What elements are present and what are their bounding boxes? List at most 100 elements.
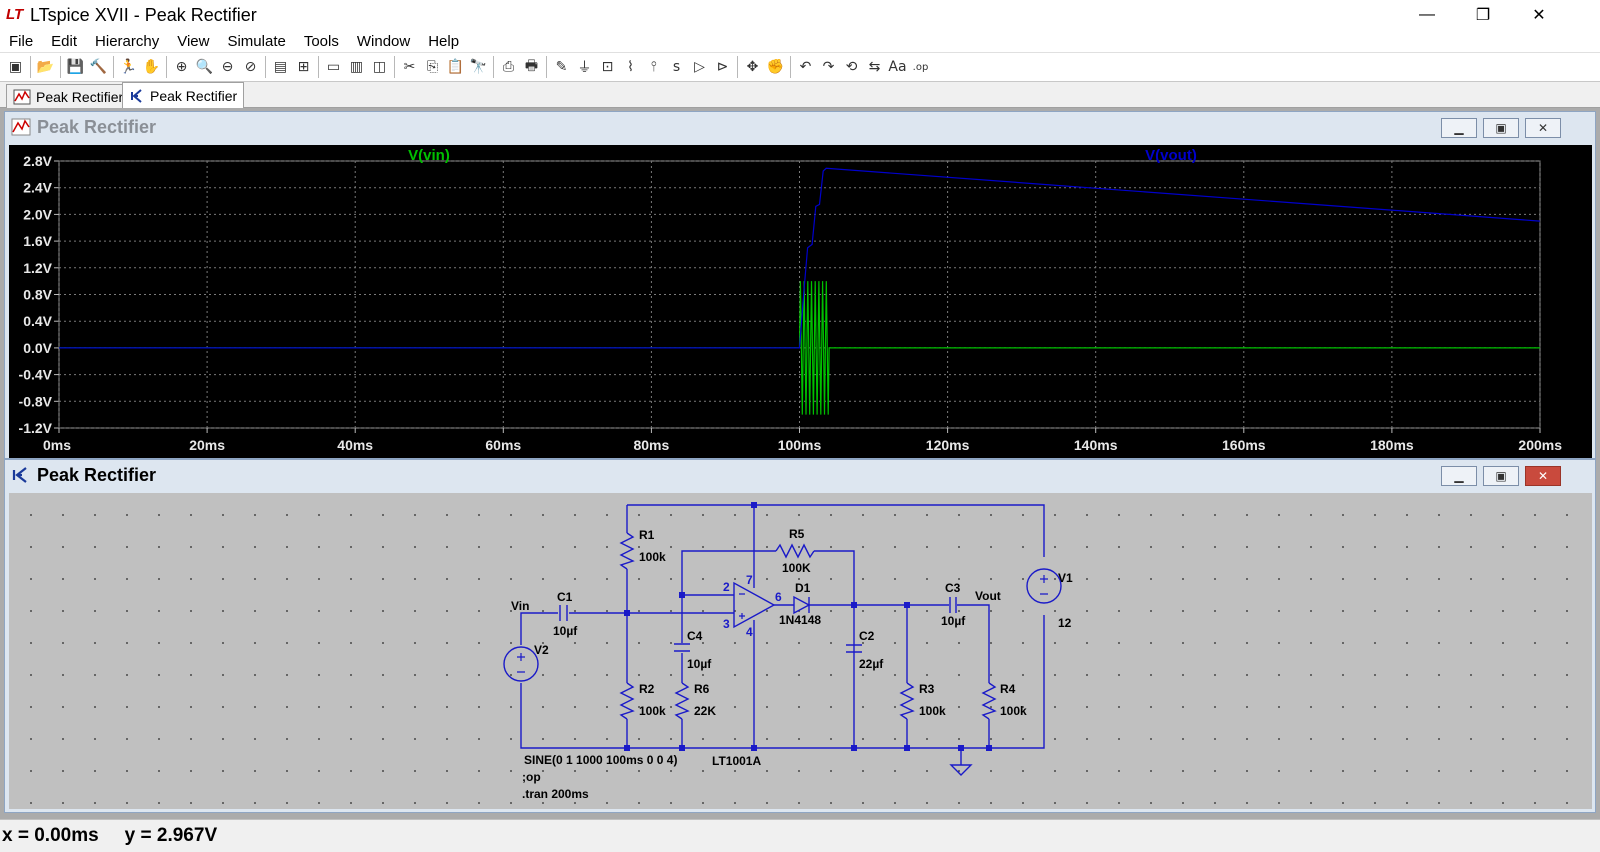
minimize-button[interactable]: — [1419, 6, 1435, 23]
net-label-vin: Vin [511, 599, 529, 613]
component-icon[interactable]: ⊳ [716, 59, 729, 75]
text-icon[interactable]: Aa [888, 59, 907, 75]
label-r1-ref: R1 [639, 528, 655, 542]
schematic-window: Peak Rectifier ▁ ▣ ✕ [4, 459, 1596, 813]
toolbar-separator [394, 56, 395, 78]
waveform-plot[interactable]: 2.8V2.4V2.0V1.6V1.2V0.8V0.4V0.0V-0.4V-0.… [9, 145, 1592, 458]
schematic-minimize-button[interactable]: ▁ [1441, 466, 1477, 486]
find-icon[interactable]: 🔭 [469, 59, 488, 75]
tile-vertical-icon[interactable]: ▥ [349, 59, 364, 75]
zoom-cancel-icon[interactable]: ⊘ [244, 59, 257, 75]
label-net-icon[interactable]: ⊡ [601, 59, 614, 75]
toolbar-separator [737, 56, 738, 78]
x-tick-label: 160ms [1222, 437, 1266, 453]
menu-hierarchy[interactable]: Hierarchy [95, 32, 160, 50]
label-r2-value: 100k [639, 704, 666, 718]
schematic-restore-button[interactable]: ▣ [1483, 466, 1519, 486]
undo-icon[interactable]: ↶ [799, 59, 812, 75]
x-tick-label: 180ms [1370, 437, 1414, 453]
menu-help[interactable]: Help [428, 32, 460, 50]
tab-waveform[interactable]: Peak Rectifier [6, 84, 131, 108]
zoom-in-icon[interactable]: ⊕ [175, 59, 188, 75]
cascade-icon[interactable]: ◫ [372, 59, 387, 75]
redo-icon[interactable]: ↷ [822, 59, 835, 75]
trace-label-vout[interactable]: V(vout) [1145, 147, 1197, 164]
schematic-drawing[interactable]: R1 100k R2 100k R6 22K R3 100k R4 100k R… [9, 493, 1592, 809]
mirror-icon[interactable]: ⇆ [868, 59, 881, 75]
resistor-r6 [674, 682, 690, 720]
print-icon[interactable]: 🖶 [524, 58, 539, 74]
ltspice-logo-icon: LT [6, 6, 24, 23]
directive-op: ;op [522, 770, 541, 784]
control-panel-icon[interactable]: 🔨 [89, 59, 108, 75]
voltage-source-v2 [503, 646, 539, 682]
pin-4-label: 4 [746, 625, 753, 639]
new-schematic-icon[interactable]: ▣ [8, 59, 23, 75]
maximize-button[interactable]: ❐ [1475, 7, 1491, 24]
label-r1-value: 100k [639, 550, 666, 564]
toolbar-separator [30, 56, 31, 78]
tab-bar: Peak Rectifier Peak Rectifier [0, 82, 1600, 108]
cut-icon[interactable]: ✂ [403, 59, 416, 75]
zoom-out-icon[interactable]: ⊖ [221, 59, 234, 75]
plot-minimize-button[interactable]: ▁ [1441, 118, 1477, 138]
copy-icon[interactable]: ⎘ [426, 59, 439, 75]
move-icon[interactable]: ✥ [746, 59, 759, 75]
plot-window-titlebar[interactable]: Peak Rectifier [5, 112, 1595, 142]
fit-icon[interactable]: ⊞ [297, 59, 310, 75]
schematic-window-titlebar[interactable]: Peak Rectifier [5, 460, 1595, 490]
zoom-area-icon[interactable]: 🔍 [195, 59, 214, 75]
y-tick-label: 0.0V [23, 340, 52, 356]
trace-label-vin[interactable]: V(vin) [408, 147, 450, 164]
menu-window[interactable]: Window [356, 32, 411, 50]
label-r5-ref: R5 [789, 527, 805, 541]
capacitor-icon[interactable]: ⫯ [650, 59, 657, 75]
resistor-icon[interactable]: ⌇ [627, 59, 634, 75]
label-c4-value: 10µf [687, 657, 712, 671]
menu-edit[interactable]: Edit [51, 32, 78, 50]
tile-horizontal-icon[interactable]: ▭ [326, 59, 341, 75]
run-icon[interactable]: 🏃 [119, 59, 138, 75]
schematic-canvas[interactable]: R1 100k R2 100k R6 22K R3 100k R4 100k R… [9, 493, 1592, 809]
plot-window-title: Peak Rectifier [37, 116, 157, 137]
inductor-icon[interactable]: ꜱ [672, 59, 681, 75]
open-icon[interactable]: 📂 [36, 59, 55, 75]
menu-simulate[interactable]: Simulate [227, 32, 286, 50]
y-tick-label: -0.8V [19, 393, 53, 409]
capacitor-c4 [674, 643, 690, 652]
menu-tools[interactable]: Tools [303, 32, 339, 50]
wire [627, 504, 1045, 557]
wire [814, 550, 855, 748]
x-tick-label: 140ms [1074, 437, 1118, 453]
label-v2-value: SINE(0 1 1000 100ms 0 0 4) [524, 753, 677, 767]
paste-icon[interactable]: 📋 [446, 59, 465, 75]
autorange-icon[interactable]: ▤ [273, 59, 288, 75]
spice-directive-icon[interactable]: .op [912, 61, 929, 73]
wire [520, 612, 558, 645]
plot-close-button[interactable]: ✕ [1525, 118, 1561, 138]
schematic-close-button[interactable]: ✕ [1525, 466, 1561, 486]
rotate-icon[interactable]: ⟲ [845, 59, 858, 75]
close-button[interactable]: ✕ [1532, 7, 1546, 24]
ground-icon[interactable]: ⏚ [577, 60, 592, 76]
y-tick-label: -1.2V [19, 420, 53, 436]
wire-icon[interactable]: ✎ [555, 59, 568, 75]
diode-icon[interactable]: ▷ [694, 59, 705, 75]
drag-icon[interactable]: ✊ [766, 59, 785, 75]
y-tick-label: 0.4V [23, 313, 52, 329]
x-tick-label: 60ms [485, 437, 521, 453]
tab-schematic[interactable]: Peak Rectifier [122, 82, 245, 108]
y-tick-label: 2.4V [23, 180, 52, 196]
waveform-icon [11, 118, 31, 136]
halt-icon[interactable]: ✋ [142, 59, 161, 75]
tab-label: Peak Rectifier [150, 87, 238, 104]
save-icon[interactable]: 💾 [66, 59, 85, 75]
menu-view[interactable]: View [177, 32, 210, 50]
plot-restore-button[interactable]: ▣ [1483, 118, 1519, 138]
label-r6-value: 22K [694, 704, 716, 718]
print-preview-icon[interactable]: ⎙ [502, 59, 515, 75]
menu-file[interactable]: File [9, 32, 34, 50]
